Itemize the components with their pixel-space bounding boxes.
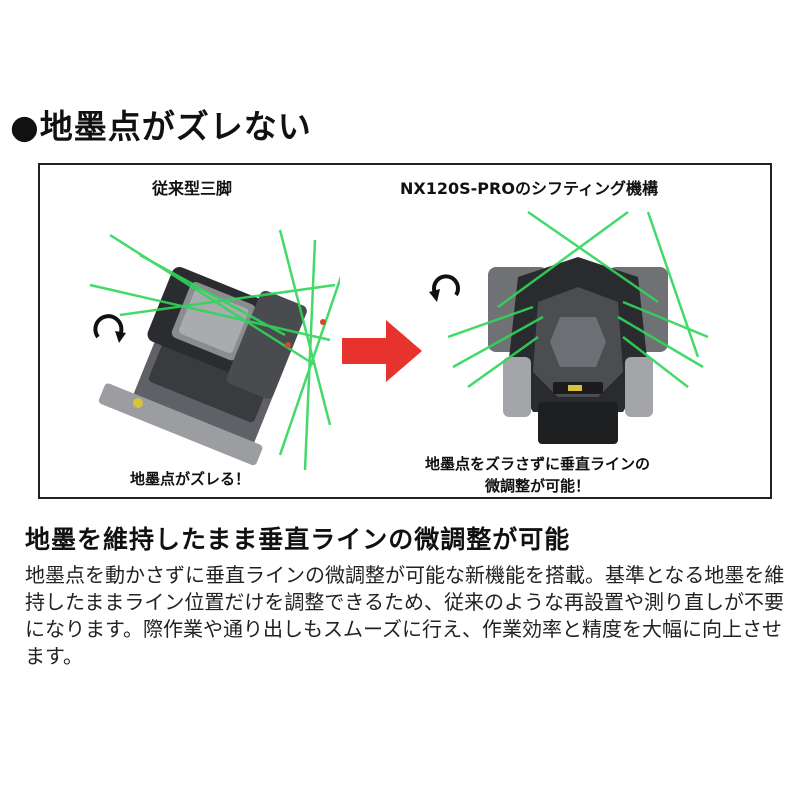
nx120s-pro-illustration (448, 210, 708, 444)
shifting-caption-line-1: 地墨点をズラさずに垂直ラインの (425, 455, 651, 473)
conventional-laser-illustration (89, 229, 340, 471)
shifting-caption: 地墨点をズラさずに垂直ラインの 微調整が可能！ (425, 453, 650, 497)
feature-subheading: 地墨を維持したまま垂直ラインの微調整が可能 (25, 525, 571, 554)
shifting-mechanism-title: NX120S-PROのシフティング機構 (400, 179, 658, 198)
clockwise-rotation-icon (93, 314, 126, 343)
feature-description: 地墨点を動かさずに垂直ラインの微調整が可能な新機能を搭載。基準となる地墨を維持し… (25, 563, 785, 668)
shifting-caption-line-2: 微調整が可能！ (485, 477, 591, 495)
conventional-tripod-title: 従来型三脚 (152, 179, 233, 198)
right-arrow-icon (342, 320, 422, 382)
section-heading: ●地墨点がズレない (10, 107, 312, 146)
conventional-caption: 地墨点がズレる！ (130, 470, 251, 488)
comparison-frame: 従来型三脚 地墨点がズレる！ (38, 163, 772, 499)
counterclockwise-rotation-icon (429, 274, 460, 302)
